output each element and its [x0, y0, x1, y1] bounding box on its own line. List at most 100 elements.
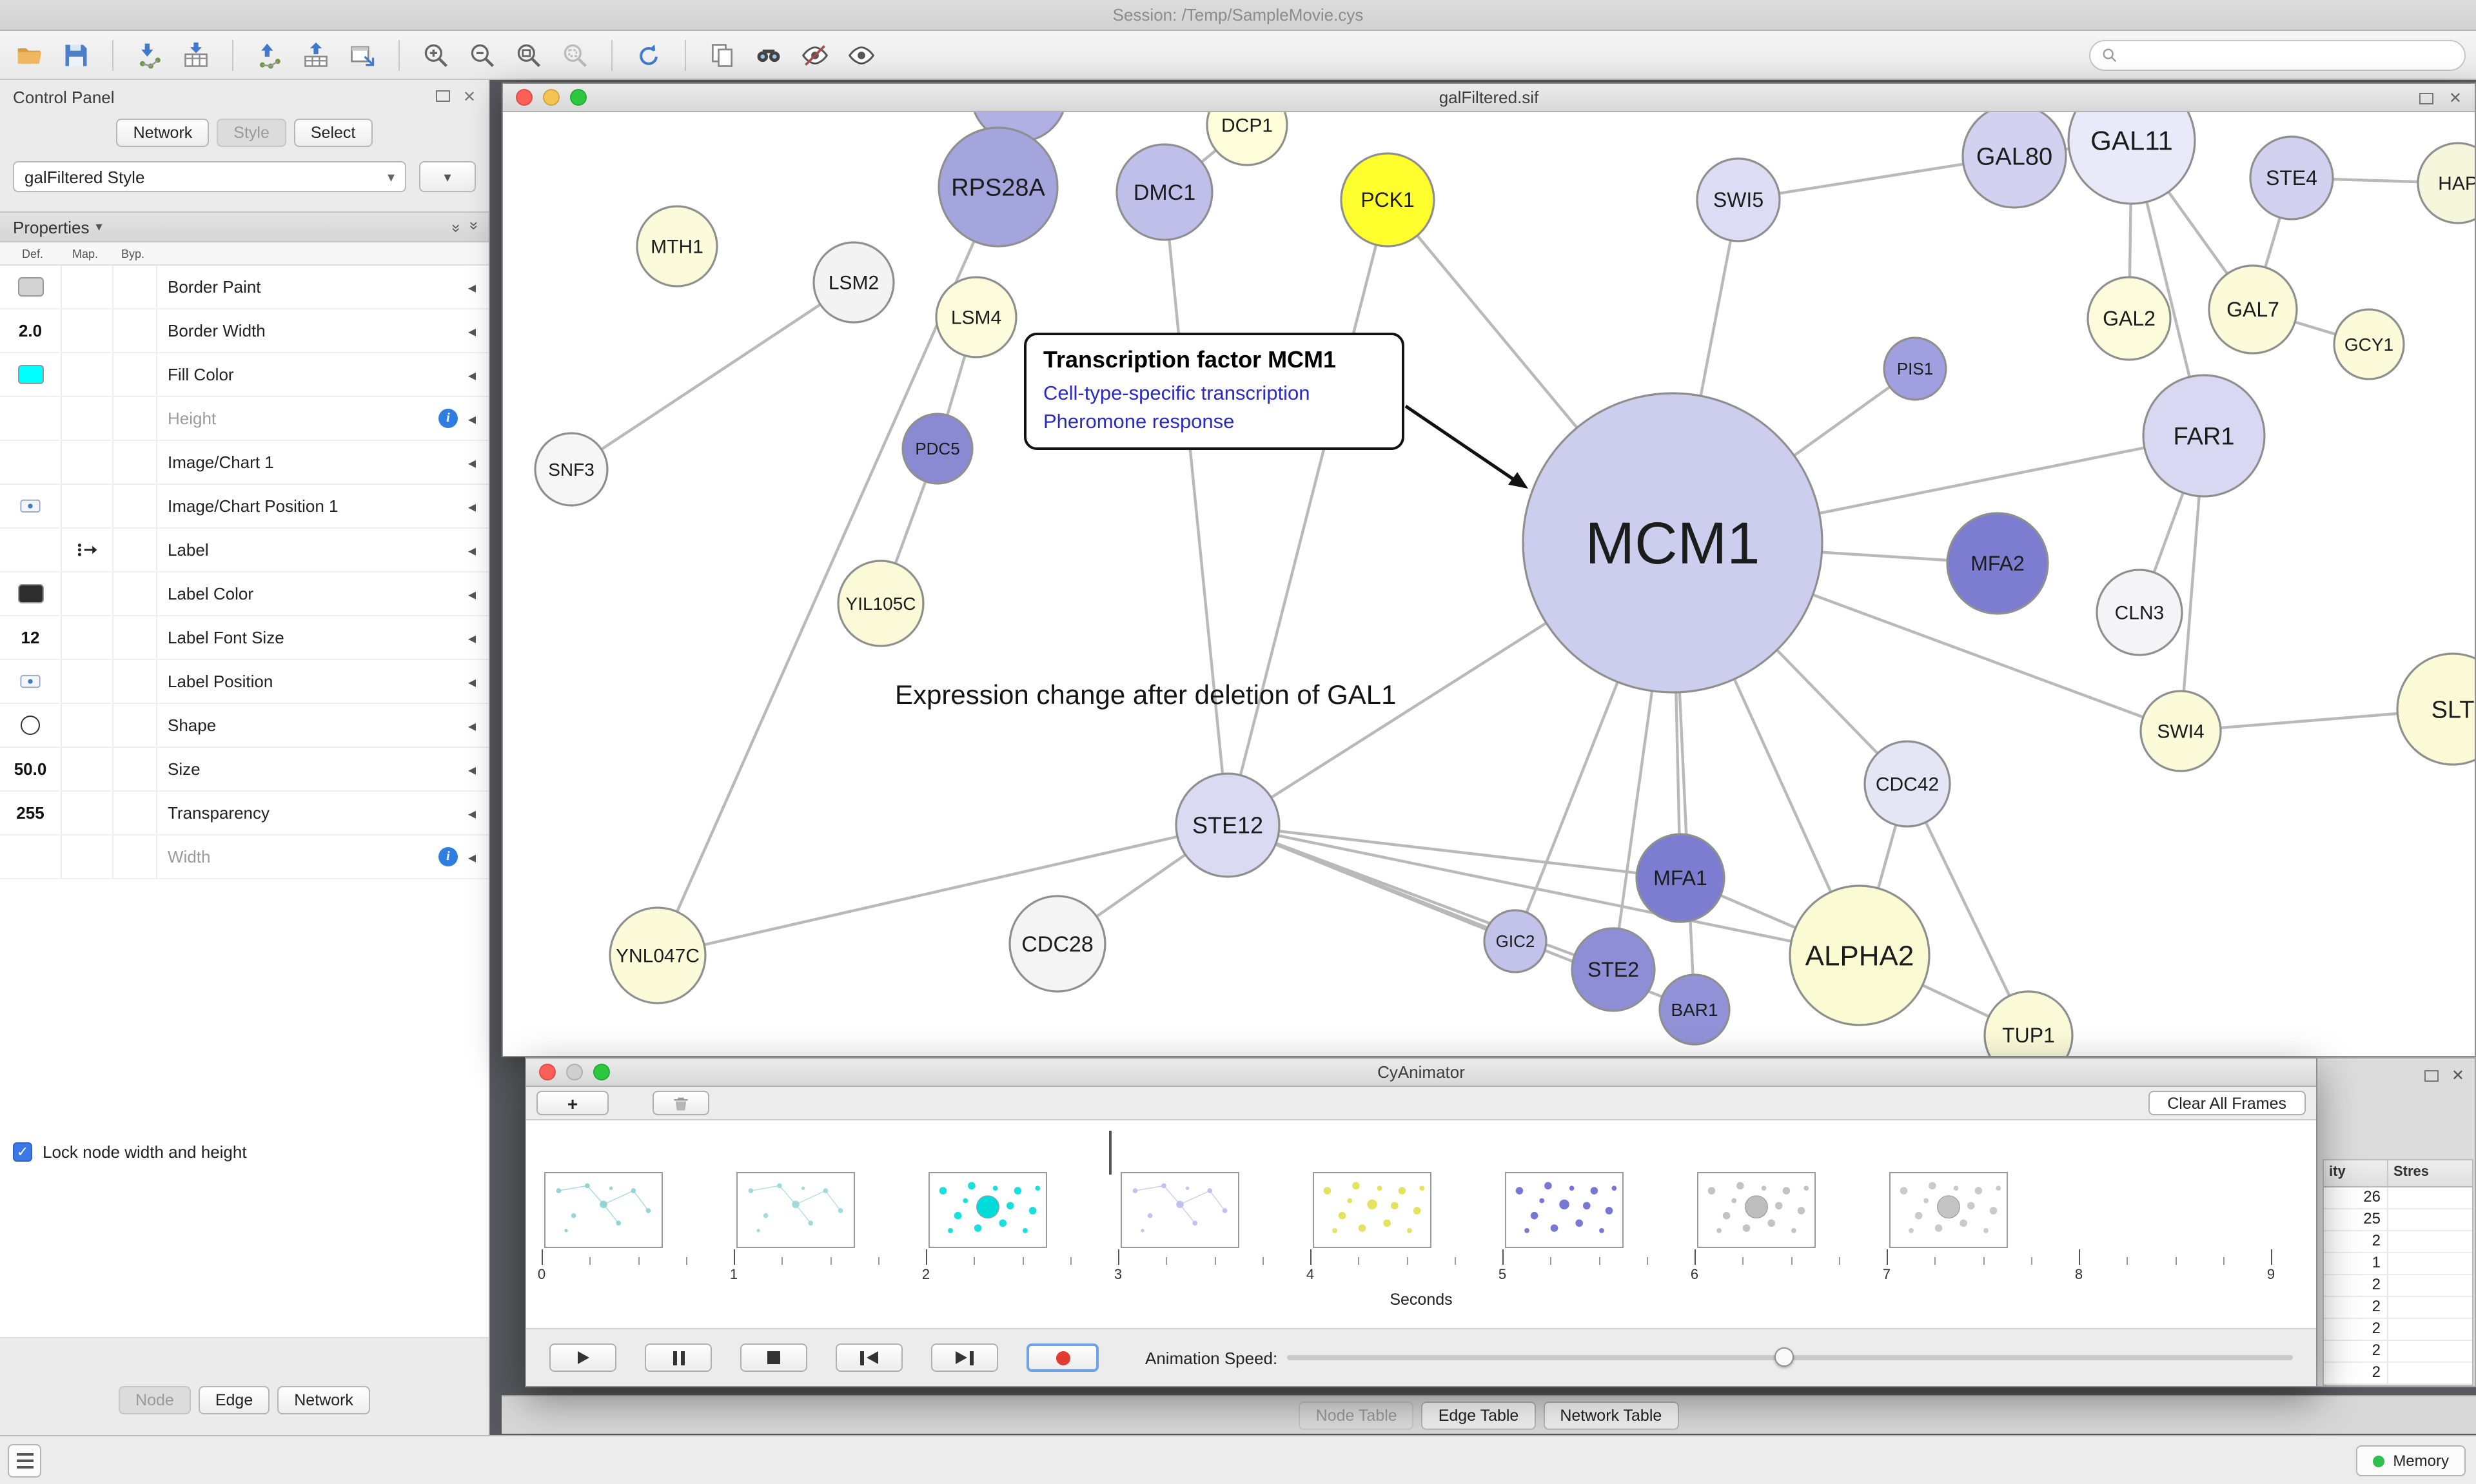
- network-edge-CDC42-TUP1[interactable]: [1906, 783, 2030, 1036]
- collapse-row-icon[interactable]: ◂: [467, 541, 476, 559]
- close-panel-icon[interactable]: ✕: [462, 88, 476, 106]
- info-icon[interactable]: i: [438, 847, 458, 866]
- animation-speed-slider[interactable]: [1287, 1347, 2293, 1367]
- bypass-cell[interactable]: [113, 748, 157, 790]
- table-cell[interactable]: [2388, 1187, 2472, 1208]
- default-value-cell[interactable]: [0, 441, 62, 483]
- mapping-cell[interactable]: [62, 485, 113, 527]
- network-node-MTH1[interactable]: MTH1: [636, 205, 718, 288]
- mapping-cell[interactable]: [62, 835, 113, 878]
- annotation-box[interactable]: Transcription factor MCM1 Cell-type-spec…: [1024, 333, 1404, 451]
- network-node-PDC5[interactable]: PDC5: [901, 413, 974, 485]
- open-session-icon[interactable]: [10, 37, 49, 73]
- table-cell[interactable]: [2388, 1209, 2472, 1230]
- network-node-STE2[interactable]: STE2: [1571, 927, 1656, 1012]
- color-swatch[interactable]: [17, 365, 43, 384]
- annotation-link-2[interactable]: Pheromone response: [1043, 411, 1235, 433]
- mapping-cell[interactable]: [62, 616, 113, 659]
- bypass-cell[interactable]: [113, 309, 157, 352]
- bypass-cell[interactable]: [113, 353, 157, 396]
- search-input[interactable]: [2127, 46, 2454, 64]
- default-value-cell[interactable]: [0, 835, 62, 878]
- network-edge-PCK1-STE12[interactable]: [1226, 199, 1390, 826]
- bypass-cell[interactable]: [113, 397, 157, 440]
- clear-all-frames-button[interactable]: Clear All Frames: [2148, 1091, 2306, 1115]
- table-cell-value[interactable]: 25: [2324, 1209, 2388, 1230]
- default-value-cell[interactable]: [0, 572, 62, 615]
- mapping-cell[interactable]: [62, 704, 113, 747]
- network-node-MFA1[interactable]: MFA1: [1635, 833, 1725, 923]
- mapping-cell[interactable]: [62, 572, 113, 615]
- property-row-image-chart-1[interactable]: Image/Chart 1◂: [0, 441, 489, 485]
- mapping-cell[interactable]: [62, 441, 113, 483]
- default-value-cell[interactable]: [0, 397, 62, 440]
- network-edge-DMC1-STE12[interactable]: [1163, 191, 1230, 826]
- close-view-icon[interactable]: ✕: [2448, 89, 2462, 107]
- collapse-row-icon[interactable]: ◂: [467, 716, 476, 734]
- network-node-TUP1[interactable]: TUP1: [1983, 990, 2074, 1056]
- network-node-STE4[interactable]: STE4: [2249, 135, 2334, 220]
- network-node-CDC42[interactable]: CDC42: [1863, 740, 1951, 828]
- mapping-cell[interactable]: [62, 397, 113, 440]
- network-node-DCP1[interactable]: DCP1: [1206, 112, 1288, 166]
- delete-frame-button[interactable]: [653, 1091, 709, 1115]
- network-node-MCM1[interactable]: MCM1: [1522, 392, 1823, 694]
- add-frame-button[interactable]: +: [536, 1091, 609, 1115]
- table-row[interactable]: 2: [2324, 1319, 2472, 1341]
- table-row[interactable]: 25: [2324, 1209, 2472, 1231]
- close-table-panel-icon[interactable]: ✕: [2451, 1066, 2464, 1084]
- network-node-SWI5[interactable]: SWI5: [1696, 157, 1781, 242]
- bypass-cell[interactable]: [113, 441, 157, 483]
- float-panel-icon[interactable]: [435, 88, 450, 106]
- app-titlebar[interactable]: Session: /Temp/SampleMovie.cys: [0, 0, 2476, 31]
- column-header[interactable]: Stres: [2393, 1164, 2430, 1180]
- float-window-icon[interactable]: [2419, 92, 2433, 104]
- float-table-panel-icon[interactable]: [2424, 1069, 2439, 1081]
- info-icon[interactable]: i: [438, 409, 458, 428]
- color-swatch[interactable]: [17, 277, 43, 297]
- collapse-row-icon[interactable]: ◂: [467, 278, 476, 296]
- table-row[interactable]: 2: [2324, 1231, 2472, 1253]
- style-options-button[interactable]: ▾: [419, 161, 476, 192]
- zoom-out-icon[interactable]: [463, 37, 502, 73]
- tab-select[interactable]: Select: [293, 119, 373, 147]
- network-node-GAL80[interactable]: GAL80: [1961, 112, 2067, 209]
- network-node-LSM2[interactable]: LSM2: [812, 241, 895, 324]
- bypass-cell[interactable]: [113, 792, 157, 834]
- collapse-row-icon[interactable]: ◂: [467, 629, 476, 647]
- table-cell-value[interactable]: 26: [2324, 1187, 2388, 1208]
- network-edge-SNF3-LSM2[interactable]: [570, 281, 855, 471]
- default-value-cell[interactable]: 255: [0, 792, 62, 834]
- collapse-all-icon[interactable]: «: [464, 224, 482, 230]
- bypass-cell[interactable]: [113, 835, 157, 878]
- network-node-YNL047C[interactable]: YNL047C: [609, 906, 707, 1004]
- frame-thumbnail-8[interactable]: [1889, 1172, 2008, 1248]
- default-value-cell[interactable]: [0, 266, 62, 308]
- close-window-icon[interactable]: [516, 89, 533, 106]
- mapping-cell[interactable]: [62, 353, 113, 396]
- bypass-cell[interactable]: [113, 616, 157, 659]
- frame-thumbnail-3[interactable]: [928, 1172, 1047, 1248]
- network-node-HAP[interactable]: HAP: [2417, 142, 2475, 224]
- frame-thumbnail-5[interactable]: [1313, 1172, 1431, 1248]
- table-cell-value[interactable]: 2: [2324, 1319, 2388, 1340]
- collapse-row-icon[interactable]: ◂: [467, 672, 476, 690]
- network-node-GCY1[interactable]: GCY1: [2333, 308, 2405, 380]
- network-node-MFA2[interactable]: MFA2: [1946, 512, 2049, 615]
- network-edge-STE12-ALPHA2[interactable]: [1227, 823, 1860, 957]
- bypass-cell[interactable]: [113, 266, 157, 308]
- default-value-cell[interactable]: 12: [0, 616, 62, 659]
- bypass-cell[interactable]: [113, 704, 157, 747]
- next-frame-button[interactable]: [931, 1343, 998, 1372]
- zoom-in-icon[interactable]: [417, 37, 455, 73]
- new-window-icon[interactable]: [343, 37, 382, 73]
- table-cell-value[interactable]: 2: [2324, 1297, 2388, 1318]
- frame-thumbnail-4[interactable]: [1121, 1172, 1239, 1248]
